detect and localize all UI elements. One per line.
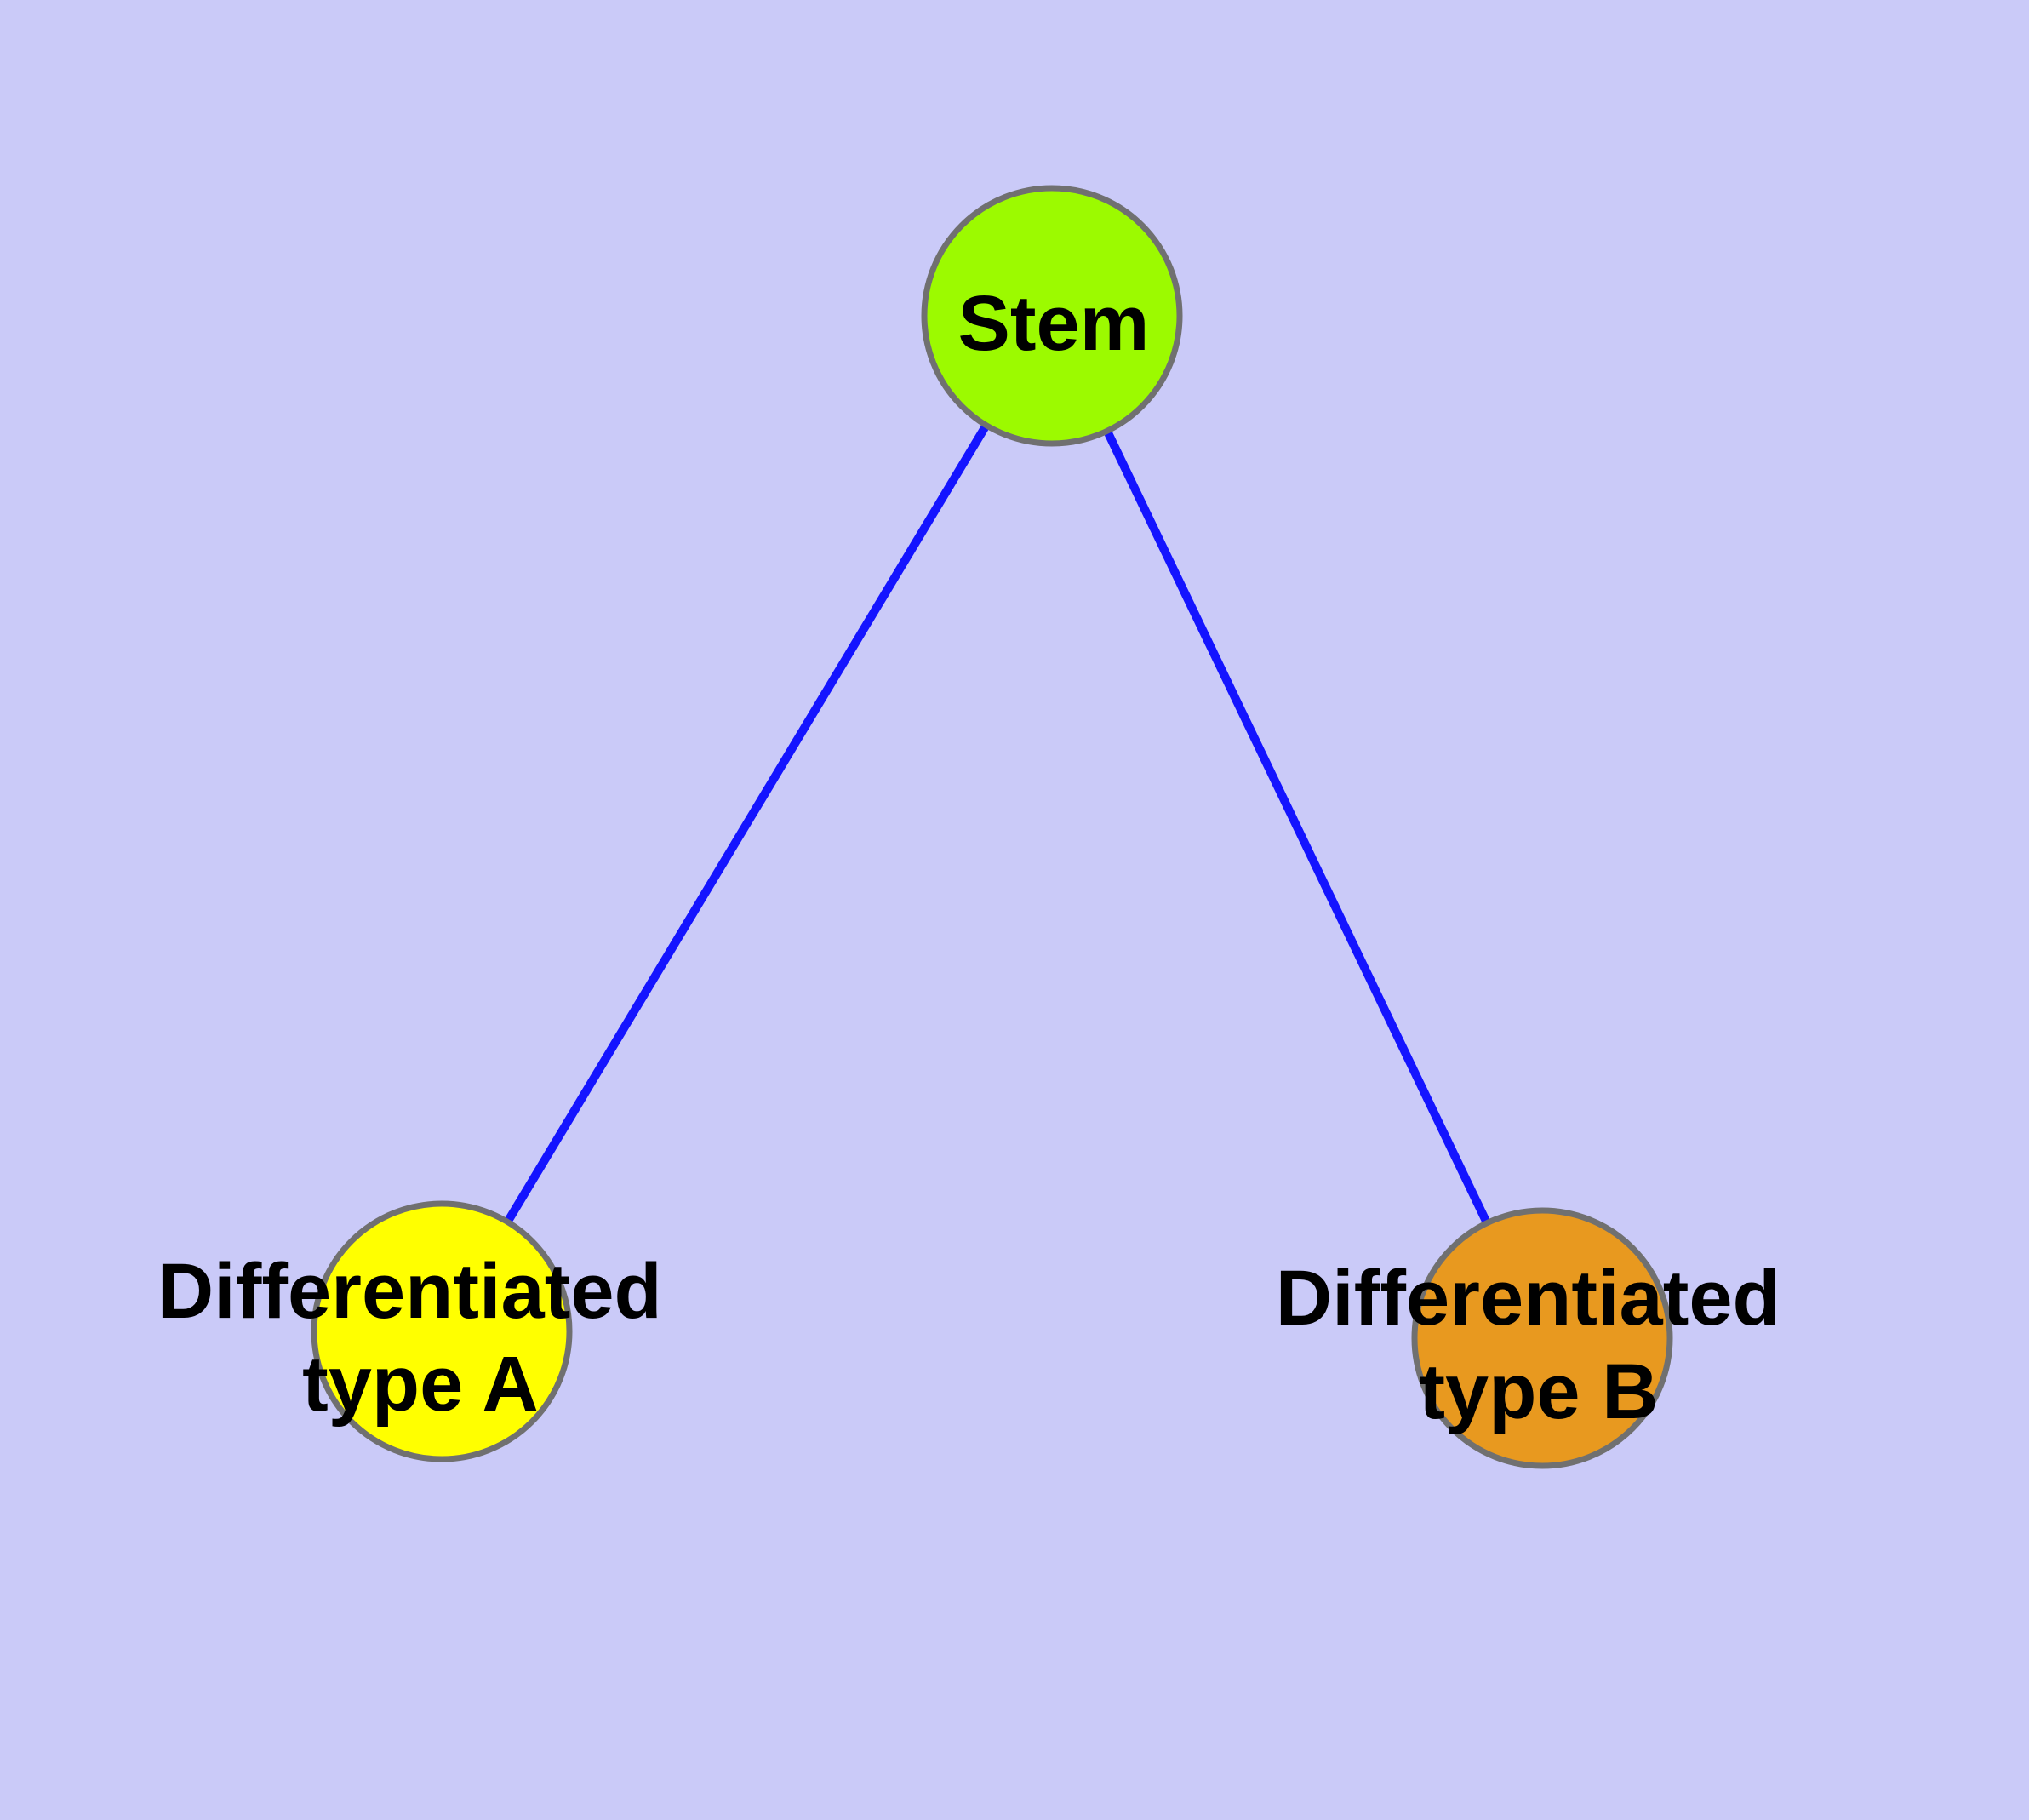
edge-stem-to-type-b <box>1048 313 1546 1341</box>
node-type-b-label-line2: type B <box>1419 1348 1658 1435</box>
node-stem-circle <box>921 185 1183 447</box>
node-stem-label: Stem <box>958 280 1150 367</box>
node-type-b-label-line1: Differentiated <box>1276 1255 1780 1342</box>
node-type-a-label-line2: type A <box>302 1341 539 1428</box>
node-type-a-circle <box>311 1200 573 1462</box>
node-type-b-label: Differentiated type B <box>1276 1255 1803 1435</box>
edge-stem-to-type-a <box>437 313 1056 1334</box>
node-type-b-circle <box>1411 1207 1673 1469</box>
node-type-a-label-line1: Differentiated <box>157 1248 662 1335</box>
node-type-a-label: Differentiated type A <box>157 1248 684 1428</box>
